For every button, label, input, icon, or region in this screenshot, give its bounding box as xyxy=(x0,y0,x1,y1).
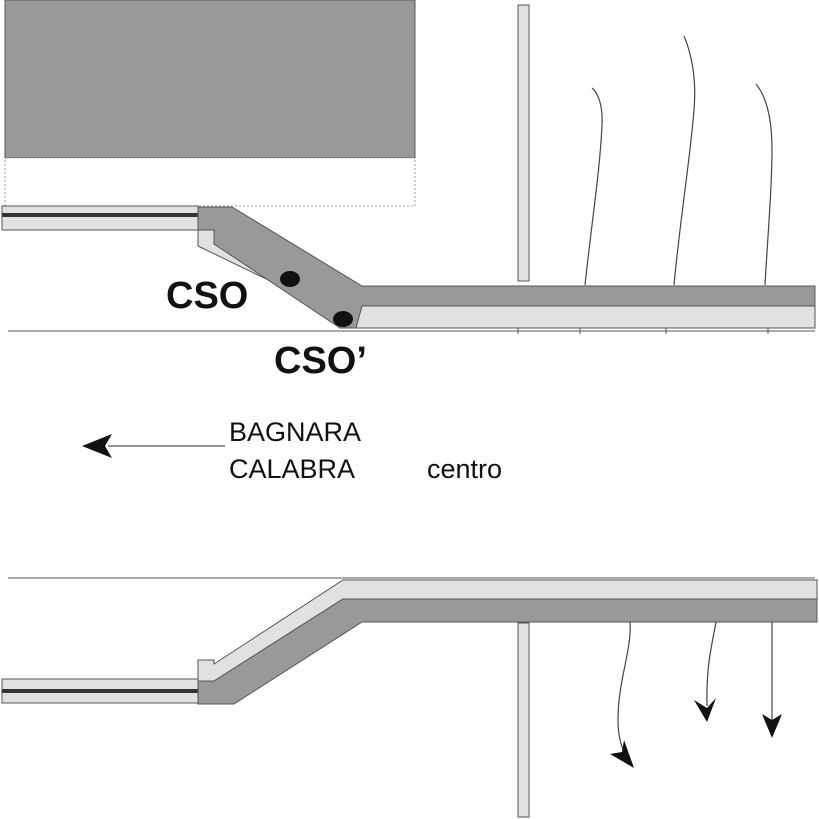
drain-line-1 xyxy=(617,621,631,757)
building-block xyxy=(4,0,416,159)
wavy-line-1 xyxy=(584,87,603,286)
direction-arrow-head xyxy=(82,434,112,458)
vertical-pier-top xyxy=(517,4,530,282)
building-footprint-dashed xyxy=(4,157,416,207)
top-left-track-rail xyxy=(2,213,198,217)
wavy-line-3 xyxy=(755,83,773,286)
direction-label-line2: CALABRA xyxy=(229,454,356,484)
drain-line-2 xyxy=(706,621,717,707)
cso-label: CSO xyxy=(166,275,249,317)
cso-prime-label: CSO’ xyxy=(274,340,367,382)
drain-arrowhead-2 xyxy=(694,698,716,722)
wavy-line-2 xyxy=(673,35,696,286)
cso-prime-marker xyxy=(333,311,353,327)
bottom-left-track-rail xyxy=(2,689,198,693)
bottom-dark-lane xyxy=(197,598,818,705)
drain-arrowhead-3 xyxy=(762,714,782,738)
drain-arrowhead-1 xyxy=(610,740,634,768)
top-left-track-light xyxy=(1,205,199,231)
centro-label: centro xyxy=(427,454,503,484)
vertical-pier-bottom xyxy=(517,622,530,818)
direction-label-line1: BAGNARA xyxy=(229,417,362,447)
top-dark-lane xyxy=(197,206,816,329)
cso-marker xyxy=(280,271,300,287)
